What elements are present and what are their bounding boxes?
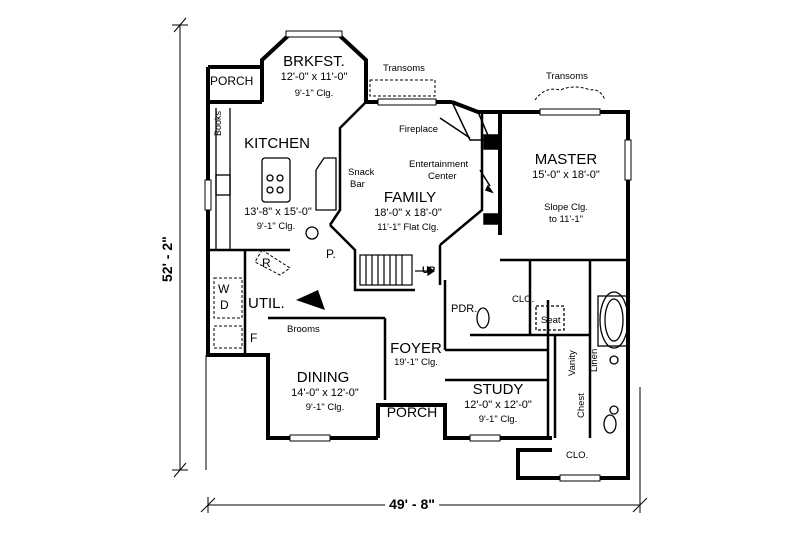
clo-label-2: CLO. xyxy=(566,450,589,461)
dashed-elements xyxy=(213,249,291,349)
master-ceiling-2: to 11'-1" xyxy=(548,214,584,225)
study-size: 12'-0" x 12'-0" xyxy=(464,399,532,411)
clo-label-1: CLO. xyxy=(512,294,535,305)
entertainment-label-1: Entertainment xyxy=(409,159,469,170)
windows xyxy=(204,30,632,482)
f-label: F xyxy=(250,331,258,345)
d-label: D xyxy=(220,298,229,312)
pdr-label: PDR. xyxy=(451,303,478,315)
chest-label: Chest xyxy=(576,393,587,418)
fireplace xyxy=(439,100,501,225)
brkfst-name: BRKFST. xyxy=(283,53,345,70)
kitchen-ceiling: 9'-1" Clg. xyxy=(256,221,296,232)
overall-width-label: 49' - 8" xyxy=(385,497,439,511)
fireplace-label: Fireplace xyxy=(399,124,439,135)
transoms-label-2: Transoms xyxy=(546,71,588,82)
foyer-name: FOYER xyxy=(390,340,442,357)
kitchen-name: KITCHEN xyxy=(244,135,310,152)
kitchen-fixtures xyxy=(215,108,337,250)
entertainment-label-2: Center xyxy=(428,171,457,182)
family-name: FAMILY xyxy=(383,189,437,206)
dining-size: 14'-0" x 12'-0" xyxy=(291,387,359,399)
brooms-label: Brooms xyxy=(287,324,320,335)
dimension-lines xyxy=(172,17,648,513)
transoms-label-1: Transoms xyxy=(383,63,425,74)
master-size: 15'-0" x 18'-0" xyxy=(532,169,600,181)
r-label: R xyxy=(262,256,271,270)
pantry-label: P. xyxy=(326,247,336,261)
vanity-label: Vanity xyxy=(567,350,578,376)
porch-front-label: PORCH xyxy=(386,404,438,420)
snack-label-1: Snack xyxy=(348,167,375,178)
family-ceiling: 11'-1" Flat Clg. xyxy=(377,222,439,233)
stairs-up-label: UP xyxy=(422,265,436,276)
brooms-closet xyxy=(296,290,325,310)
dining-ceiling: 9'-1" Clg. xyxy=(305,402,345,413)
stairs xyxy=(359,254,436,286)
family-size: 18'-0" x 18'-0" xyxy=(374,207,442,219)
porch-top-label: PORCH xyxy=(210,74,254,88)
dining-name: DINING xyxy=(296,369,350,386)
brkfst-ceiling: 9'-1" Clg. xyxy=(294,88,334,99)
foyer-ceiling: 19'-1" Clg. xyxy=(394,357,438,368)
master-ceiling: Slope Clg. xyxy=(544,202,588,213)
study-name: STUDY xyxy=(472,381,524,398)
master-name: MASTER xyxy=(534,151,598,168)
linen-label: Linen xyxy=(589,348,600,372)
kitchen-size: 13'-8" x 15'-0" xyxy=(244,206,312,218)
snack-label-2: Bar xyxy=(350,179,365,190)
books-label: Books xyxy=(213,110,223,136)
overall-depth-label: 52' - 2" xyxy=(159,236,175,282)
transoms xyxy=(369,79,606,101)
seat-label: Seat xyxy=(541,315,561,326)
brkfst-size: 12'-0" x 11'-0" xyxy=(280,71,348,83)
w-label: W xyxy=(218,282,230,296)
study-ceiling: 9'-1" Clg. xyxy=(478,414,518,425)
interior-walls xyxy=(208,101,628,438)
util-name: UTIL. xyxy=(248,295,285,312)
bath-fixtures xyxy=(476,291,629,434)
